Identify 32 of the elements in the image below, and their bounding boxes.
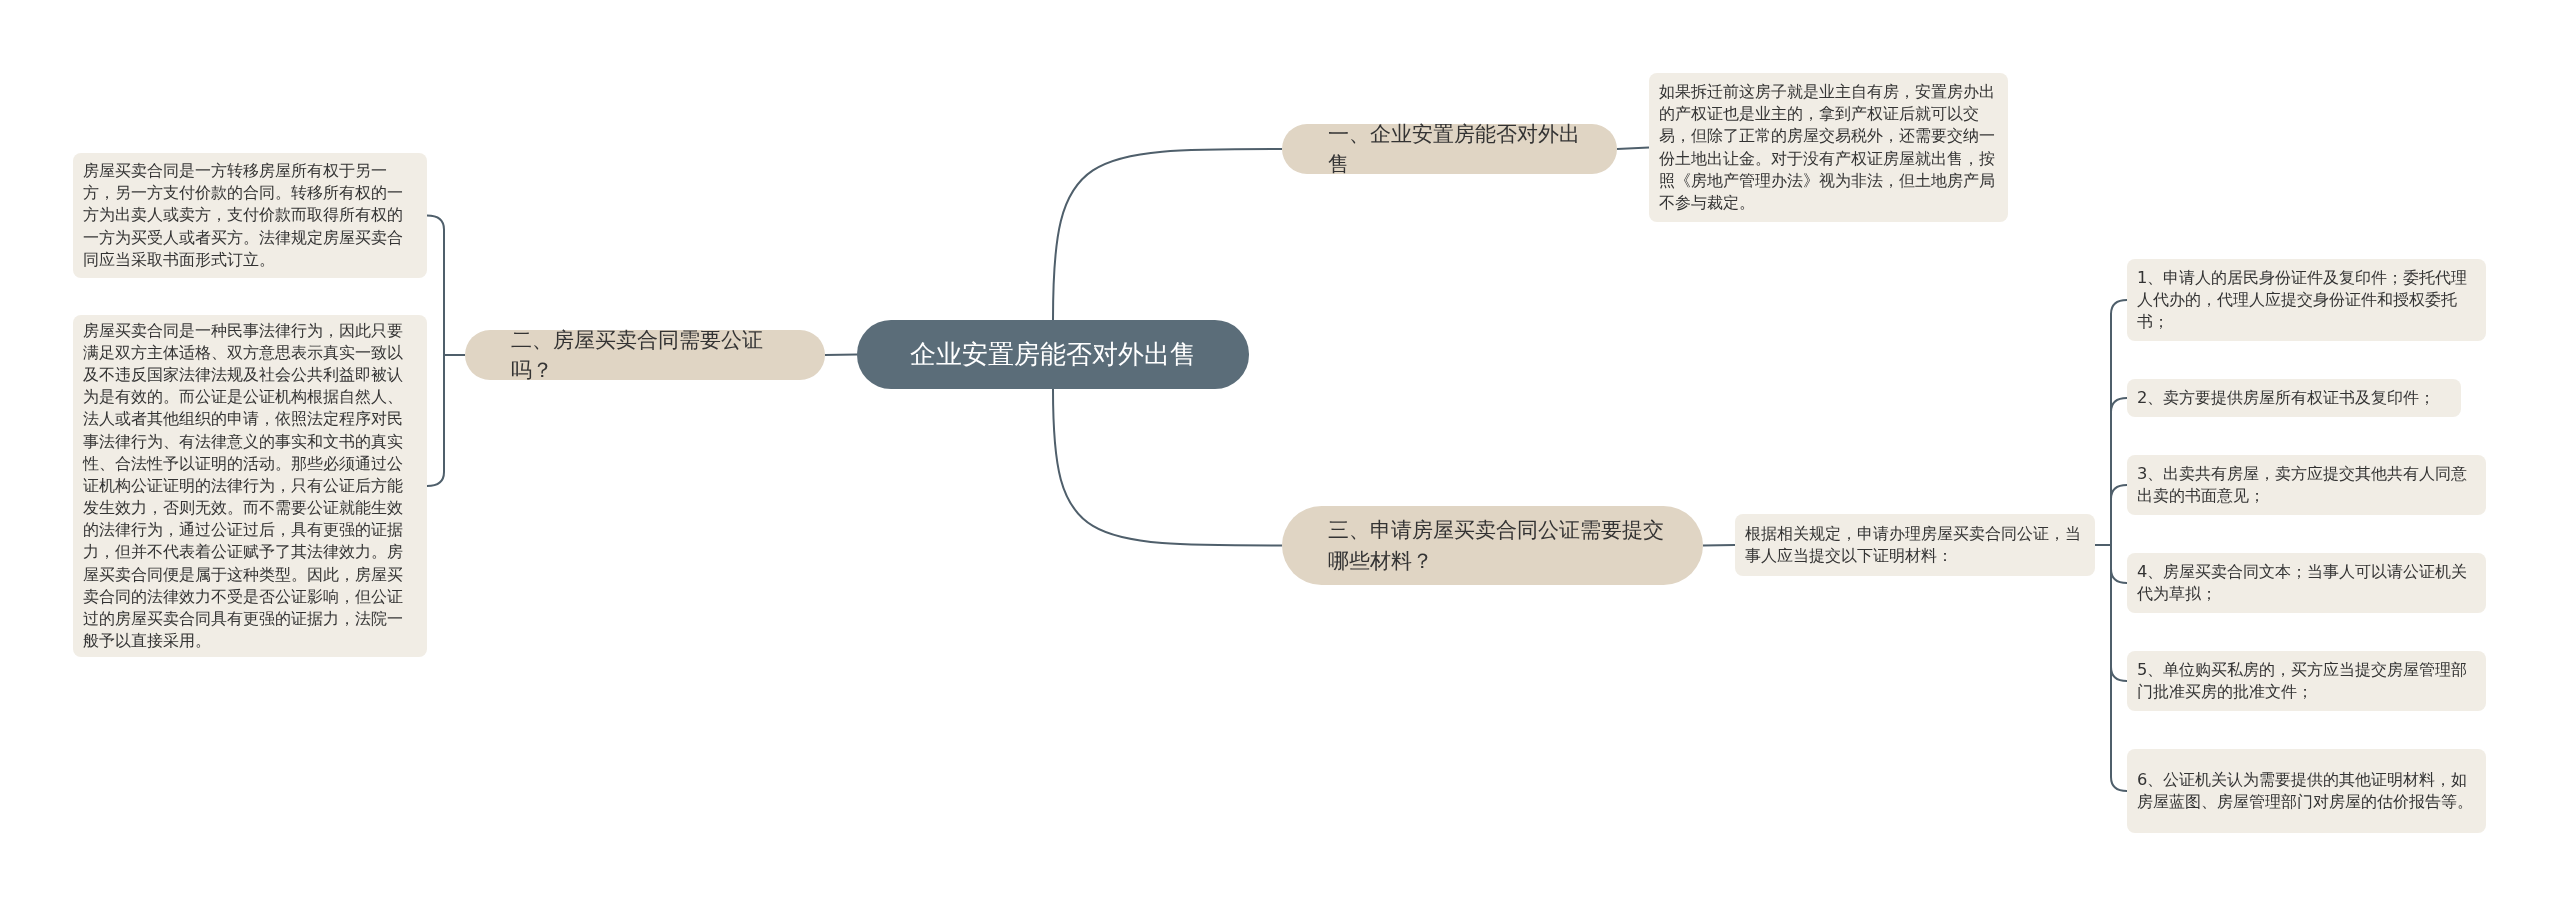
branch-topic — [1282, 124, 1617, 174]
node-text: 二、房屋买卖合同需要公证吗？ — [511, 326, 764, 384]
node-text: 企业安置房能否对外出售 — [910, 338, 1196, 371]
connector-line — [1702, 544, 1736, 547]
connector-line — [426, 354, 466, 487]
node-text: 三、申请房屋买卖合同公证需要提交哪些材料？ — [1328, 517, 1665, 575]
text-card — [2127, 651, 2486, 711]
node-text: 5、单位购买私房的，买方应当提交房屋管理部门批准买房的批准文件； — [2137, 658, 2469, 703]
node-text: 1、申请人的居民身份证件及复印件；委托代理人代办的，代理人应提交身份证件和授权委托书； — [2137, 266, 2469, 334]
text-card — [2127, 379, 2461, 417]
text-card — [2127, 749, 2486, 833]
node-text: 4、房屋买卖合同文本；当事人可以请公证机关代为草拟； — [2137, 560, 2469, 605]
connector-line — [1052, 148, 1283, 321]
node-text: 根据相关规定，申请办理房屋买卖合同公证，当事人应当提交以下证明材料： — [1745, 522, 2082, 567]
node-text: 如果拆迁前这房子就是业主自有房，安置房办出的产权证也是业主的，拿到产权证后就可以交易，但除了正常的房屋交易税外，还需要交纳一份土地出让金。对于没有产权证房屋就出售，按照《房地产管理办法》视为非法，但土地房产局不参与裁定。 — [1659, 81, 1996, 214]
connector-line — [1616, 146, 1650, 150]
node-text: 2、卖方要提供房屋所有权证书及复印件； — [2137, 386, 2436, 409]
branch-topic — [465, 330, 825, 380]
connector-line — [2094, 544, 2128, 792]
connector-line — [824, 353, 858, 356]
text-card — [1649, 73, 2008, 222]
text-card — [73, 153, 427, 278]
node-text: 6、公证机关认为需要提供的其他证明材料，如房屋蓝图、房屋管理部门对房屋的估价报告等。 — [2137, 768, 2474, 813]
node-text: 一、企业安置房能否对外出售 — [1328, 120, 1581, 178]
text-card — [2127, 259, 2486, 341]
text-card — [2127, 553, 2486, 613]
text-card — [1735, 514, 2095, 576]
connector-line — [1052, 388, 1283, 547]
node-text: 3、出卖共有房屋，卖方应提交其他共有人同意出卖的书面意见； — [2137, 462, 2469, 507]
text-card — [2127, 455, 2486, 515]
node-text: 房屋买卖合同是一种民事法律行为，因此只要满足双方主体适格、双方意思表示真实一致以及不违反国家法律法规及社会公共利益即被认为是有效的。而公证是公证机构根据自然人、法人或者其他组织的申请，依照法定程序对民事法律行为、有法律意义的事实和文书的真实性、合法性予以证明的活动。那些必须通过公证机构公证证明的法律行为，只有公证后方能发生效力，否则无效。而不需要公证就能生效的法律行为，通过公证过后，具有更强的证据力，但并不代表着公证赋予了其法律效力。房屋买卖合同便是属于这种类型。因此，房屋买卖合同的法律效力不受是否公证影响，但公证过的房屋买卖合同具有更强的证据力，法院一般予以直接采用。 — [83, 319, 404, 652]
node-text: 房屋买卖合同是一方转移房屋所有权于另一方，另一方支付价款的合同。转移所有权的一方为出卖人或卖方，支付价款而取得所有权的一方为买受人或者买方。法律规定房屋买卖合同应当采取书面形式订立。 — [83, 160, 404, 271]
